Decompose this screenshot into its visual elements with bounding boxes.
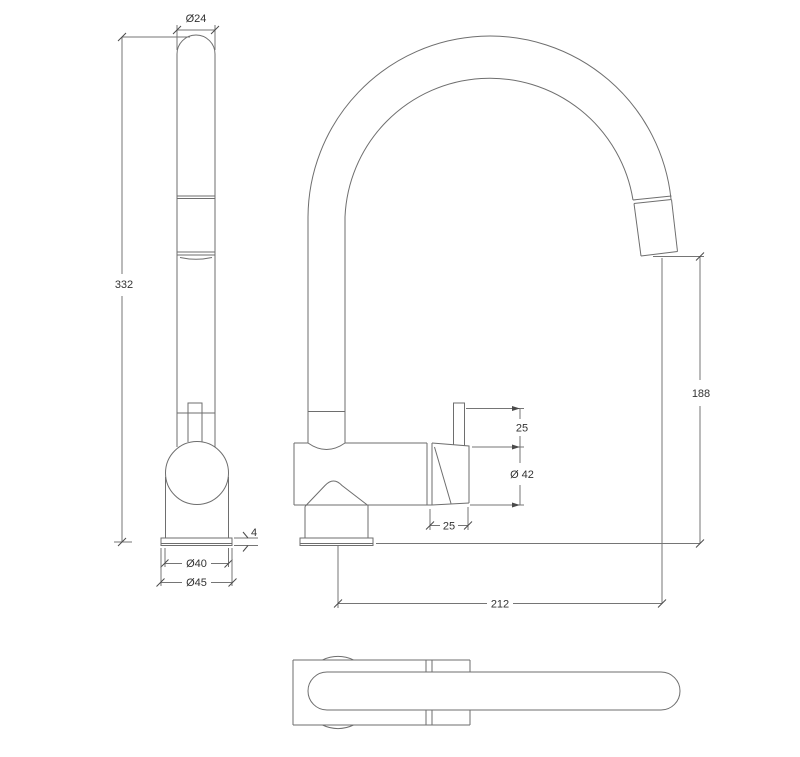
spout-tube-side xyxy=(176,34,216,447)
dimension-handle-offset-and-body-diameter: 25 Ø 42 xyxy=(466,406,534,508)
flange-arc-top xyxy=(322,656,354,661)
plan-view-faucet-outline xyxy=(292,656,681,729)
flange-arc-bottom xyxy=(322,724,354,729)
dim-label-flange-diameter: Ø45 xyxy=(186,577,207,589)
dim-label-base-plate-thickness: 4 xyxy=(251,527,257,539)
dimension-base-plate-thickness: 4 xyxy=(234,527,258,552)
dim-label-body-diameter: Ø 42 xyxy=(510,469,534,481)
dim-label-handle-offset: 25 xyxy=(516,423,528,435)
dim-label-head-length: 25 xyxy=(443,521,455,533)
dimension-head-length: 25 xyxy=(425,507,473,533)
dim-label-total-height: 332 xyxy=(115,279,133,291)
dim-label-spout-diameter: Ø24 xyxy=(186,13,207,25)
gooseneck-outer-arc xyxy=(307,35,672,218)
gooseneck-inner-arc xyxy=(344,77,634,218)
dimension-outlet-height: 188 xyxy=(376,252,710,548)
dimension-flange-diameter: Ø45 xyxy=(156,548,237,589)
dimension-total-height: 332 xyxy=(114,32,190,547)
dim-label-base-diameter: Ø40 xyxy=(186,558,207,570)
front-view-faucet-outline xyxy=(293,35,678,546)
base-flange-front xyxy=(299,537,374,546)
valve-body-circle xyxy=(165,441,229,505)
base-flange-side xyxy=(160,537,233,546)
dimension-base-diameter: Ø40 xyxy=(160,548,233,570)
spray-head-cap xyxy=(431,442,470,503)
dim-label-outlet-height: 188 xyxy=(692,388,710,400)
handle-stem-side xyxy=(187,402,203,442)
dim-label-spout-reach: 212 xyxy=(491,599,509,611)
dimension-spout-reach: 212 xyxy=(333,258,667,611)
spout-plan-stadium xyxy=(307,671,681,711)
handle-stem-front xyxy=(453,402,465,446)
side-view-faucet-outline xyxy=(160,34,233,546)
spout-tip xyxy=(633,203,642,257)
dimension-spout-diameter: Ø24 xyxy=(172,13,220,50)
